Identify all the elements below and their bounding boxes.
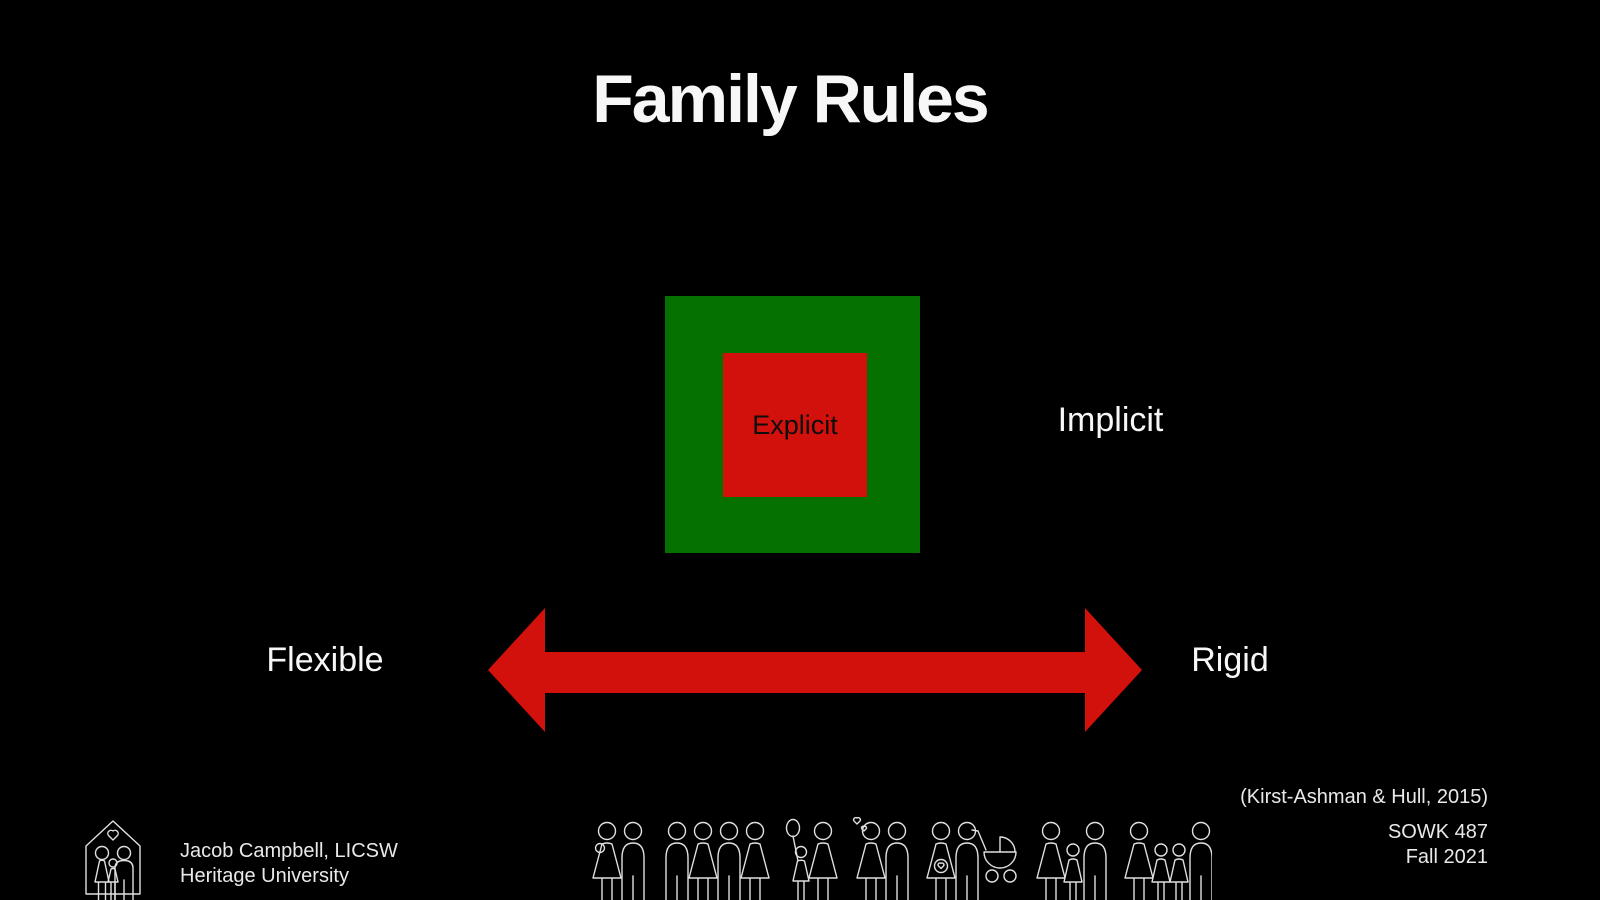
flexible-label: Flexible	[266, 641, 384, 679]
woman-icon	[856, 821, 886, 900]
man-icon	[665, 821, 689, 900]
child-with-balloon-icon	[785, 818, 810, 900]
house-family-heart-icon	[85, 820, 141, 900]
explicit-red-square: Explicit	[723, 353, 867, 497]
implicit-green-square: Explicit	[665, 296, 920, 553]
family-figures-art	[592, 816, 1212, 900]
implicit-label: Implicit	[1057, 401, 1164, 439]
author-name: Jacob Campbell, LICSW	[180, 840, 398, 862]
flexible-rigid-arrow	[488, 608, 1142, 732]
author-credit: Jacob Campbell, LICSW Heritage Universit…	[180, 839, 398, 889]
institution-name: Heritage University	[180, 865, 349, 887]
pregnant-woman-icon	[926, 821, 956, 900]
man-icon	[1189, 821, 1212, 900]
course-term: Fall 2021	[1405, 846, 1488, 868]
man-icon	[885, 821, 909, 900]
woman-icon	[808, 821, 838, 900]
woman-with-baby-icon	[592, 821, 622, 900]
course-code: SOWK 487	[1387, 821, 1488, 843]
woman-icon	[740, 821, 770, 900]
course-credit: (Kirst-Ashman & Hull, 2015) SOWK 487 Fal…	[1240, 785, 1488, 870]
woman-icon	[1036, 821, 1066, 900]
man-icon	[621, 821, 645, 900]
slide-title: Family Rules	[592, 61, 990, 137]
child-icon	[1169, 843, 1189, 900]
citation: (Kirst-Ashman & Hull, 2015)	[1240, 786, 1488, 808]
woman-icon	[1124, 821, 1154, 900]
man-icon	[1083, 821, 1107, 900]
child-icon	[1151, 843, 1171, 900]
man-icon	[955, 821, 979, 900]
explicit-label: Explicit	[752, 409, 838, 440]
stroller-icon	[971, 829, 1017, 883]
child-icon	[1063, 843, 1083, 900]
rigid-label: Rigid	[1191, 641, 1269, 679]
hearts-icon	[852, 816, 868, 832]
woman-icon	[688, 821, 718, 900]
man-icon	[717, 821, 741, 900]
